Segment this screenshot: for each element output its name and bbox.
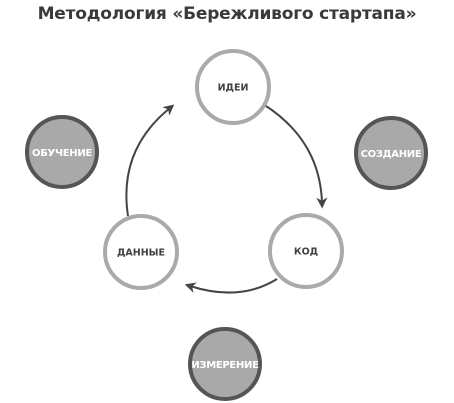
diagram-title: Методология «Бережливого стартапа» — [37, 4, 417, 24]
node-code: КОД — [268, 213, 344, 289]
node-code-label: КОД — [294, 247, 318, 258]
node-data-label: ДАННЫЕ — [117, 248, 165, 259]
arrow-data-to-ideas — [125, 104, 175, 217]
node-measure: ИЗМЕРЕНИЕ — [188, 327, 262, 401]
node-measure-label: ИЗМЕРЕНИЕ — [191, 360, 259, 371]
node-build-label: СОЗДАНИЕ — [361, 149, 422, 160]
arrow-code-to-data — [184, 278, 278, 294]
node-ideas: ИДЕИ — [195, 49, 271, 125]
node-build: СОЗДАНИЕ — [354, 116, 428, 190]
node-ideas-label: ИДЕИ — [218, 83, 249, 94]
node-learn: ОБУЧЕНИЕ — [25, 115, 99, 189]
arrow-ideas-to-code — [262, 103, 328, 209]
node-data: ДАННЫЕ — [103, 214, 179, 290]
node-learn-label: ОБУЧЕНИЕ — [32, 148, 92, 159]
